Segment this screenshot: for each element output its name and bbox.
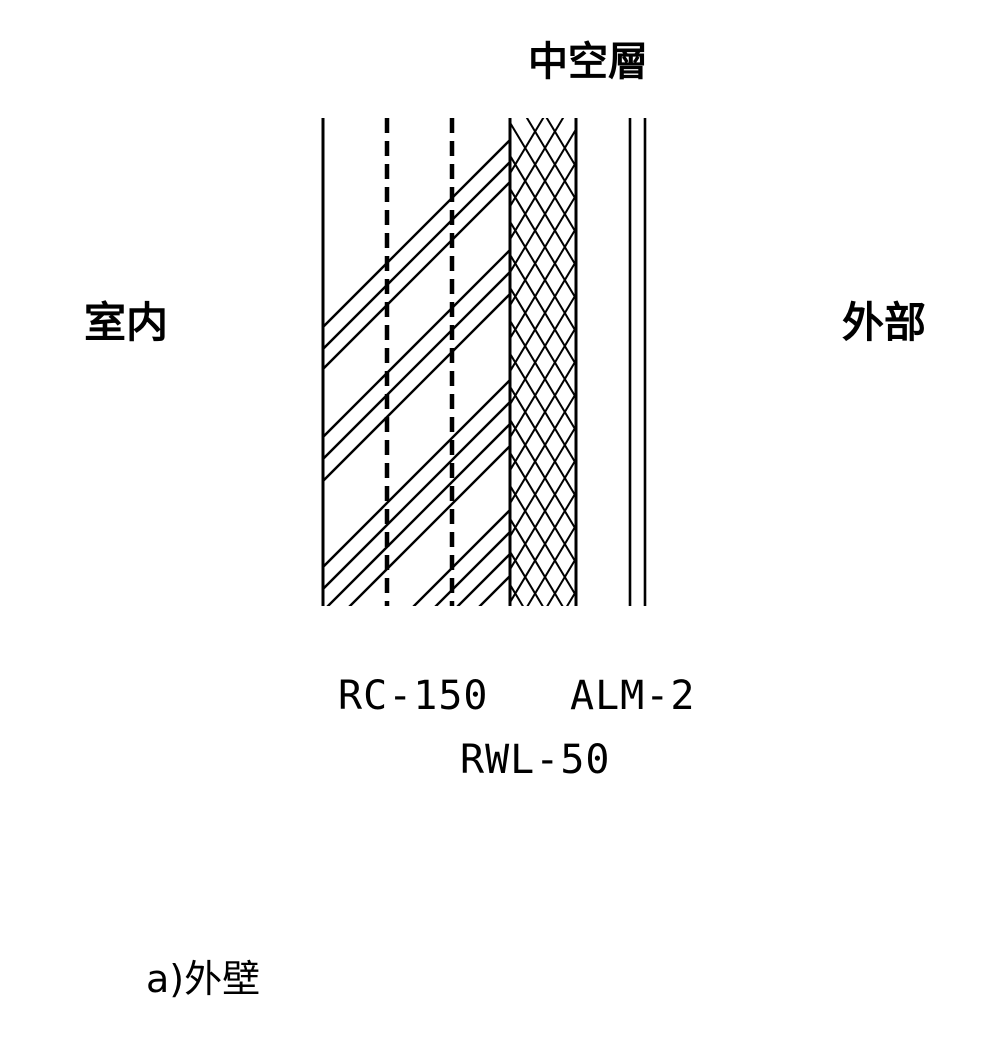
concrete-hatch-line bbox=[323, 159, 511, 351]
outdoor-label: 外部 bbox=[842, 298, 927, 347]
concrete-hatch-line bbox=[326, 421, 511, 606]
concrete-hatch-line bbox=[412, 507, 511, 606]
rockwool-layer bbox=[508, 118, 578, 606]
indoor-label: 室内 bbox=[84, 298, 169, 347]
rockwool-layer-label: RWL-50 bbox=[460, 737, 611, 783]
concrete-hatch-line bbox=[300, 774, 540, 1014]
concrete-hatch-line bbox=[300, 842, 540, 1048]
concrete-hatch-line bbox=[323, 377, 511, 569]
concrete-hatch-line bbox=[478, 573, 511, 606]
concrete-hatching bbox=[300, 137, 540, 1048]
concrete-hatch-line bbox=[300, 752, 540, 992]
aluminum-layer bbox=[628, 118, 647, 606]
concrete-hatch-line bbox=[323, 137, 511, 329]
concrete-layer bbox=[300, 118, 540, 1048]
concrete-hatch-line bbox=[300, 820, 540, 1048]
concrete-hatch-line bbox=[323, 269, 511, 461]
aluminum-layer-label: ALM-2 bbox=[570, 673, 696, 719]
rockwool-hatch-line bbox=[509, 581, 524, 606]
concrete-hatch-line bbox=[300, 796, 540, 1036]
air-gap-label: 中空層 bbox=[528, 39, 648, 85]
concrete-hatch-line bbox=[348, 443, 511, 606]
concrete-hatch-line bbox=[456, 551, 511, 606]
concrete-layer-label: RC-150 bbox=[338, 673, 489, 719]
concrete-hatch-line bbox=[300, 600, 540, 840]
concrete-hatch-line bbox=[323, 291, 511, 483]
concrete-hatch-line bbox=[323, 399, 511, 591]
figure-caption: a)外壁 bbox=[146, 957, 261, 1001]
concrete-hatch-line bbox=[323, 179, 511, 371]
rockwool-hatch-line bbox=[509, 548, 544, 606]
concrete-hatch-line bbox=[323, 247, 511, 439]
concrete-hatch-line bbox=[434, 529, 511, 606]
